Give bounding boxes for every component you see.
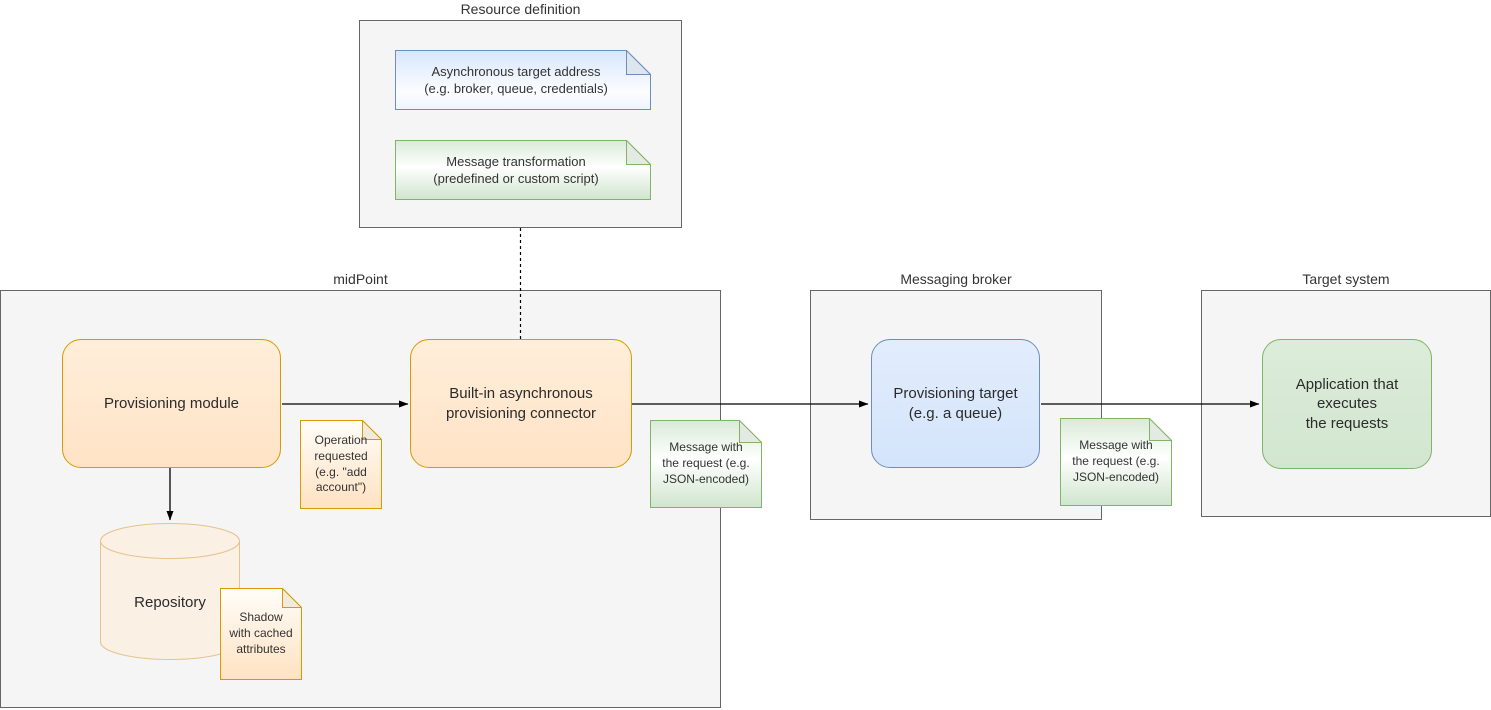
note-message-request-out-text: Message with the request (e.g. JSON-enco… [662, 440, 750, 486]
container-label-target-system: Target system [1302, 271, 1390, 287]
note-shadow-attributes-text: Shadow with cached attributes [229, 610, 293, 656]
note-shape-icon [300, 420, 382, 509]
note-shape-icon [395, 50, 651, 110]
note-shape-icon [395, 140, 651, 200]
node-provisioning-target: Provisioning target (e.g. a queue) [871, 339, 1040, 468]
node-provisioning-target-label: Provisioning target (e.g. a queue) [893, 385, 1018, 422]
node-application: Application that executes the requests [1262, 339, 1432, 469]
note-shape-icon [1060, 418, 1172, 506]
node-provisioning-module-label: Provisioning module [103, 394, 240, 412]
note-shape-icon [220, 588, 302, 680]
node-repository: Repository [100, 523, 240, 660]
node-async-provisioning-connector: Built-in asynchronous provisioning conne… [410, 339, 632, 468]
node-async-provisioning-connector-label: Built-in asynchronous provisioning conne… [445, 385, 597, 422]
node-application-label: Application that executes the requests [1295, 375, 1399, 432]
container-label-messaging-broker: Messaging broker [900, 271, 1012, 287]
note-operation-requested-text: Operation requested (e.g. "add account") [314, 432, 368, 495]
container-label-midpoint: midPoint [333, 271, 388, 287]
container-label-resource-definition: Resource definition [460, 1, 581, 17]
note-message-request-out: Message with the request (e.g. JSON-enco… [650, 420, 762, 508]
note-message-transformation: Message transformation (predefined or cu… [395, 140, 651, 200]
note-message-transformation-text: Message transformation (predefined or cu… [433, 153, 599, 186]
note-async-target-address-text: Asynchronous target address (e.g. broker… [424, 63, 608, 96]
note-message-request-in: Message with the request (e.g. JSON-enco… [1060, 418, 1172, 506]
node-repository-label: Repository [134, 594, 206, 611]
note-shadow-attributes: Shadow with cached attributes [220, 588, 302, 680]
note-async-target-address: Asynchronous target address (e.g. broker… [395, 50, 651, 110]
note-message-request-in-text: Message with the request (e.g. JSON-enco… [1072, 438, 1160, 484]
note-operation-requested: Operation requested (e.g. "add account") [300, 420, 382, 509]
node-provisioning-module: Provisioning module [62, 339, 281, 468]
note-shape-icon [650, 420, 762, 508]
